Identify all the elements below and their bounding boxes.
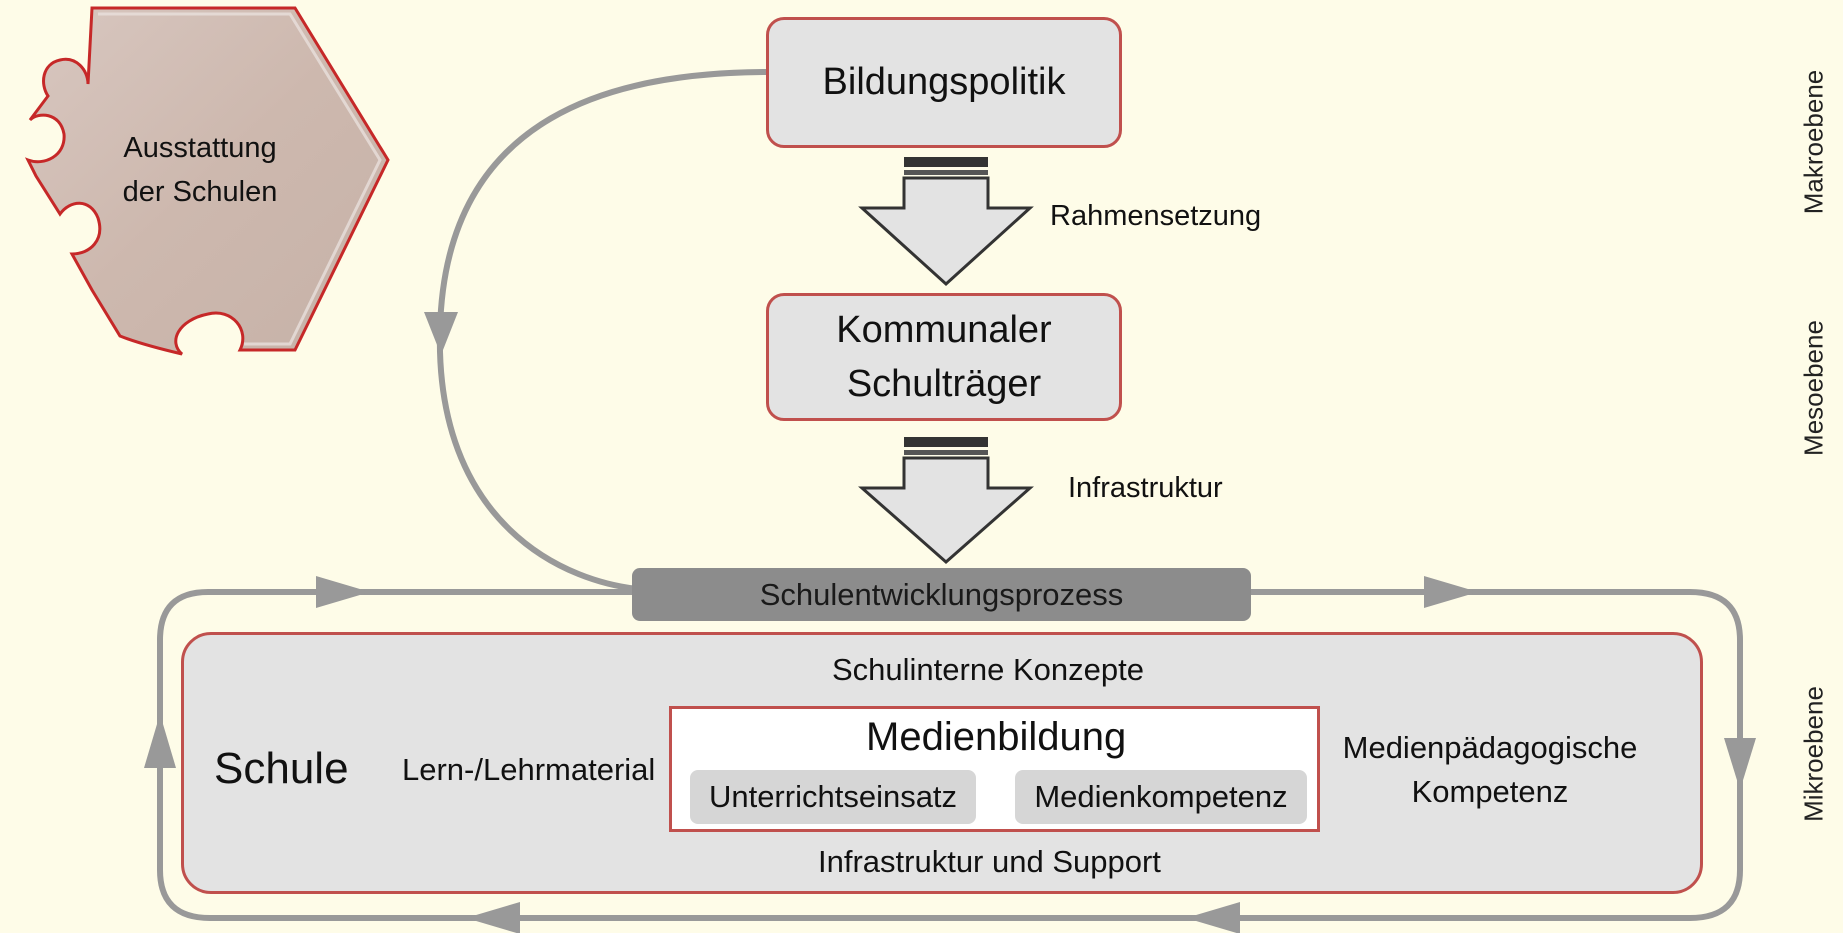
level-makro-label: Makroebene bbox=[1798, 69, 1829, 215]
bildungspolitik-node: Bildungspolitik bbox=[766, 17, 1122, 148]
unterrichtseinsatz-label: Unterrichtseinsatz bbox=[708, 779, 958, 814]
bildungspolitik-label: Bildungspolitik bbox=[822, 61, 1066, 103]
unterrichtseinsatz-pill: Unterrichtseinsatz bbox=[690, 770, 976, 824]
medienkompetenz-pill: Medienkompetenz bbox=[1015, 770, 1307, 824]
loop-arrowhead-3 bbox=[1724, 738, 1756, 790]
schultraeger-node: Kommunaler Schulträger bbox=[766, 293, 1122, 421]
loop-arrowhead-5 bbox=[466, 902, 520, 933]
medienpaedagogische-line2: Kompetenz bbox=[1411, 774, 1569, 809]
medienbildung-title: Medienbildung bbox=[866, 715, 1127, 759]
school-loop bbox=[157, 589, 1743, 921]
block-arrow-infrastruktur bbox=[858, 437, 1034, 564]
schultraeger-label-line1: Kommunaler bbox=[836, 309, 1052, 351]
feedback-curve-arrowhead bbox=[424, 312, 458, 355]
infrastruktur-label: Infrastruktur bbox=[1068, 472, 1223, 504]
loop-arrowhead-1 bbox=[316, 576, 370, 608]
loop-arrowhead-4 bbox=[1186, 902, 1240, 933]
puzzle-piece bbox=[24, 6, 390, 356]
rahmensetzung-label: Rahmensetzung bbox=[1050, 200, 1262, 232]
level-meso-label: Mesoebene bbox=[1798, 320, 1829, 456]
puzzle-label-line2: der Schulen bbox=[122, 176, 278, 208]
puzzle-label: Ausstattung der Schulen bbox=[110, 126, 290, 214]
schule-title: Schule bbox=[214, 744, 349, 793]
medienkompetenz-label: Medienkompetenz bbox=[1034, 779, 1288, 814]
loop-arrowhead-6 bbox=[144, 714, 176, 768]
medienpaedagogische-line1: Medienpädagogische bbox=[1342, 730, 1638, 765]
lern-lehrmaterial-label: Lern-/Lehrmaterial bbox=[402, 752, 656, 787]
medienpaedagogische-kompetenz-label: Medienpädagogische Kompetenz bbox=[1340, 726, 1640, 814]
schulinterne-konzepte-label: Schulinterne Konzepte bbox=[832, 652, 1144, 687]
process-bar-label: Schulentwicklungsprozess bbox=[759, 576, 1124, 612]
infrastruktur-support-label: Infrastruktur und Support bbox=[818, 844, 1161, 879]
block-arrow-rahmensetzung bbox=[858, 157, 1034, 287]
feedback-curve bbox=[436, 69, 771, 593]
level-mikro-label: Mikroebene bbox=[1798, 686, 1829, 822]
process-bar: Schulentwicklungsprozess bbox=[632, 568, 1251, 621]
schultraeger-label-line2: Schulträger bbox=[846, 363, 1042, 405]
puzzle-label-line1: Ausstattung bbox=[123, 132, 277, 164]
loop-arrowhead-2 bbox=[1424, 576, 1478, 608]
